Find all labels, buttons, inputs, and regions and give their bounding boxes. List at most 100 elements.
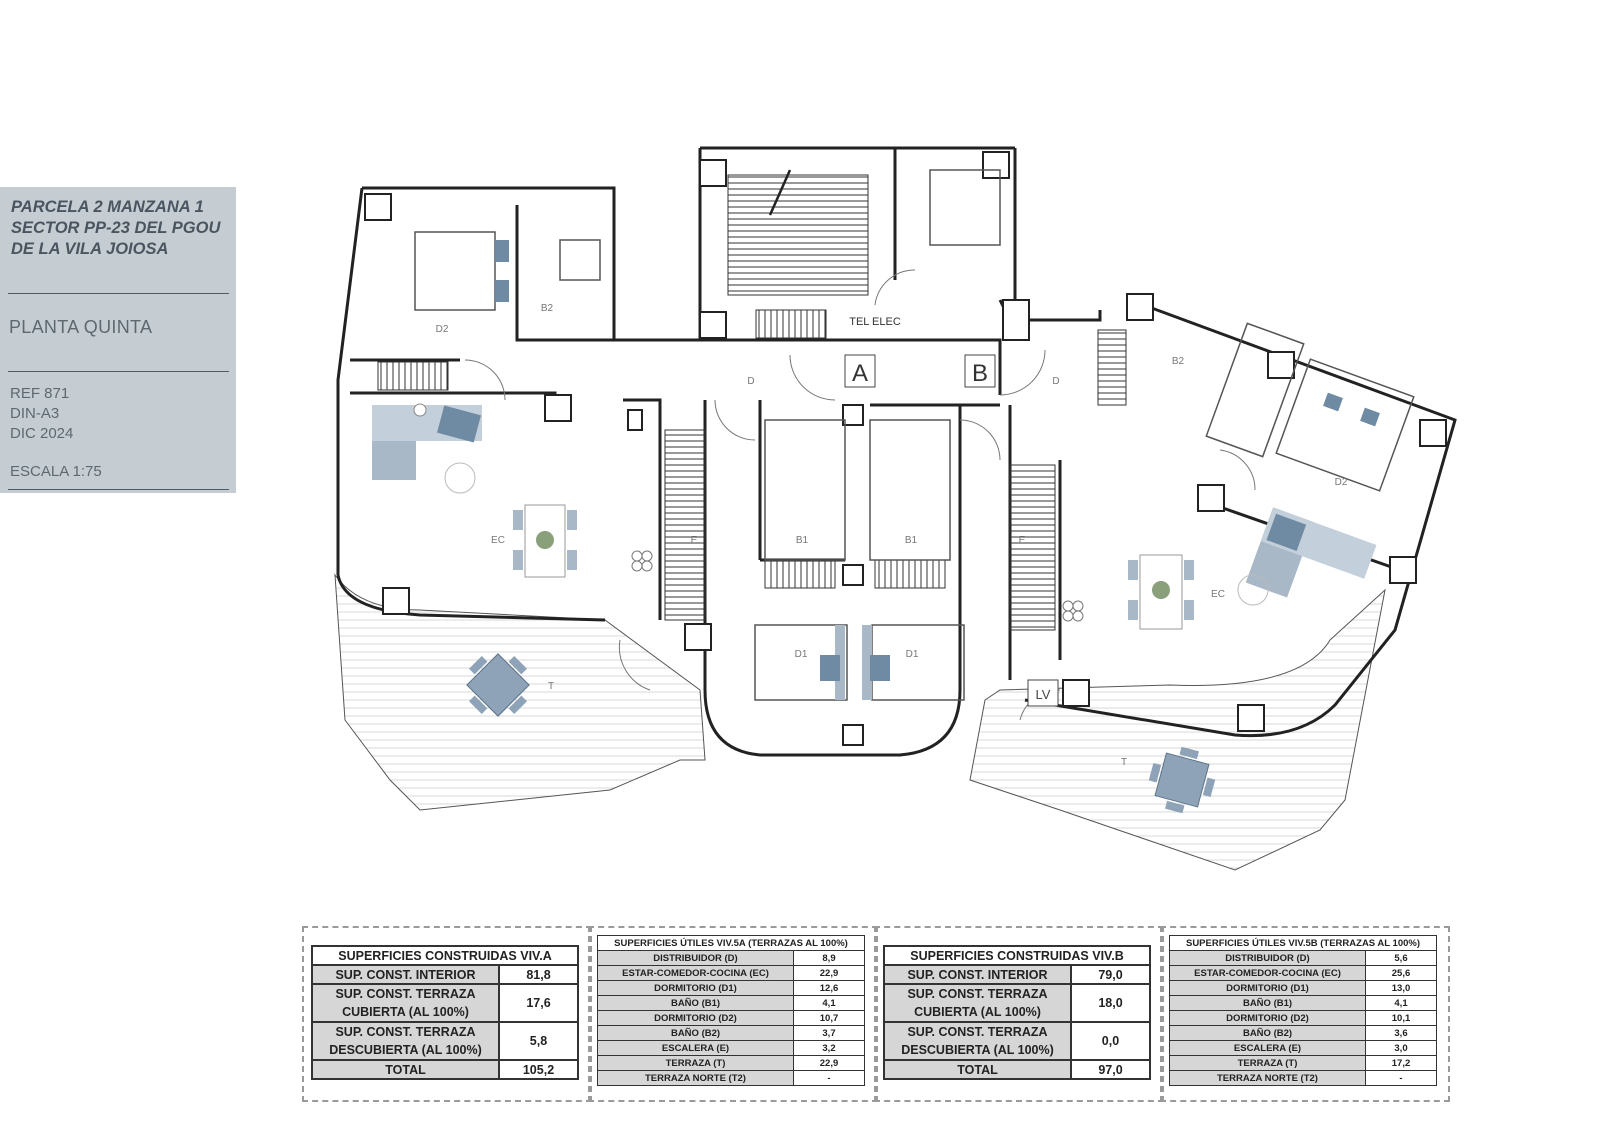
lv-label: LV — [1036, 687, 1051, 702]
table-row-label: BAÑO (B1) — [1169, 995, 1366, 1011]
table-a-uses-frame — [588, 926, 878, 1102]
room-label-a-b2: B2 — [541, 303, 554, 314]
table-row-value: 97,0 — [1070, 1059, 1151, 1080]
label-line-2: DESCUBIERTA (AL 100%) — [901, 1043, 1054, 1057]
title-block: PARCELA 2 MANZANA 1 SECTOR PP-23 DEL PGO… — [0, 187, 236, 493]
floor-plan: A B TEL ELEC LV D2 B2 D EC E B1 D1 T D B… — [334, 146, 1457, 871]
table-row-label: SUP. CONST. TERRAZA DESCUBIERTA (AL 100%) — [311, 1021, 500, 1061]
table-row-value: 5,8 — [498, 1021, 579, 1061]
project-title-line-3: DE LA VILA JOIOSA — [11, 240, 169, 258]
built-area-table-b: SUPERFICIES CONSTRUIDAS VIV.B SUP. CONST… — [883, 945, 1151, 1080]
table-row-value: 17,2 — [1365, 1055, 1437, 1071]
table-row-label: ESTAR-COMEDOR-COCINA (EC) — [597, 965, 794, 981]
table-row-label: DORMITORIO (D2) — [1169, 1010, 1366, 1026]
tel-elec-label: TEL ELEC — [849, 316, 901, 328]
table-row-label: BAÑO (B1) — [597, 995, 794, 1011]
table-row-label: ESTAR-COMEDOR-COCINA (EC) — [1169, 965, 1366, 981]
columns — [364, 151, 1447, 746]
label-line-1: SUP. CONST. TERRAZA — [907, 987, 1048, 1001]
table-header: SUPERFICIES CONSTRUIDAS VIV.A — [311, 945, 579, 966]
table-row-label: TERRAZA NORTE (T2) — [1169, 1070, 1366, 1086]
label-line-1: SUP. CONST. TERRAZA — [335, 987, 476, 1001]
room-label-a-d2: D2 — [436, 324, 449, 335]
furniture-unit-b — [862, 392, 1380, 814]
room-label-b-ec: EC — [1211, 589, 1225, 600]
table-header: SUPERFICIES CONSTRUIDAS VIV.B — [883, 945, 1151, 966]
table-row-label: ESCALERA (E) — [1169, 1040, 1366, 1056]
table-row-label: SUP. CONST. TERRAZA DESCUBIERTA (AL 100%) — [883, 1021, 1072, 1061]
room-label-b-d2: D2 — [1335, 477, 1348, 488]
table-row-value: 5,6 — [1365, 950, 1437, 966]
scale: ESCALA 1:75 — [10, 463, 102, 480]
table-row-value: 0,0 — [1070, 1021, 1151, 1061]
table-b-uses-frame — [1160, 926, 1450, 1102]
label-line-2: DESCUBIERTA (AL 100%) — [329, 1043, 482, 1057]
main-staircase — [727, 174, 869, 296]
staircase-a — [664, 429, 706, 621]
table-row-label: SUP. CONST. TERRAZA CUBIERTA (AL 100%) — [883, 983, 1072, 1023]
table-row-label: DISTRIBUIDOR (D) — [597, 950, 794, 966]
table-row-value: 25,6 — [1365, 965, 1437, 981]
table-row-label: ESCALERA (E) — [597, 1040, 794, 1056]
table-b-frame — [874, 926, 1164, 1102]
built-area-table-a: SUPERFICIES CONSTRUIDAS VIV.A SUP. CONST… — [311, 945, 579, 1080]
table-row-label: TOTAL — [311, 1059, 500, 1080]
table-row-label: DORMITORIO (D2) — [597, 1010, 794, 1026]
table-row-value: 10,7 — [793, 1010, 865, 1026]
table-row-label: DORMITORIO (D1) — [1169, 980, 1366, 996]
table-row-value: 3,6 — [1365, 1025, 1437, 1041]
terrace-b — [969, 588, 1386, 871]
table-row-value: 13,0 — [1365, 980, 1437, 996]
table-row-value: 3,2 — [793, 1040, 865, 1056]
label-line-1: SUP. CONST. TERRAZA — [335, 1025, 476, 1039]
paper-format: DIN-A3 — [10, 405, 60, 422]
reference: REF 871 — [10, 385, 70, 402]
table-header: SUPERFICIES ÚTILES VIV.5B (TERRAZAS AL 1… — [1169, 935, 1437, 951]
room-label-a-d1: D1 — [795, 649, 808, 660]
table-row-value: 4,1 — [1365, 995, 1437, 1011]
usable-area-table-b: SUPERFICIES ÚTILES VIV.5B (TERRAZAS AL 1… — [1169, 935, 1437, 1086]
core-a-label: A — [852, 360, 868, 387]
table-row-label: TERRAZA (T) — [1169, 1055, 1366, 1071]
project-title-line-1: PARCELA 2 MANZANA 1 — [11, 198, 204, 216]
room-label-b-b1: B1 — [905, 535, 918, 546]
table-row-value: 8,9 — [793, 950, 865, 966]
table-row-value: - — [793, 1070, 865, 1086]
room-label-b-t: T — [1121, 757, 1127, 768]
usable-area-table-a: SUPERFICIES ÚTILES VIV.5A (TERRAZAS AL 1… — [597, 935, 865, 1086]
project-title-line-2: SECTOR PP-23 DEL PGOU — [11, 219, 221, 237]
table-row-label: SUP. CONST. INTERIOR — [311, 964, 500, 985]
table-row-label: SUP. CONST. INTERIOR — [883, 964, 1072, 985]
room-label-a-ec: EC — [491, 535, 505, 546]
room-label-b-e: E — [1019, 535, 1026, 546]
room-label-b-d: D — [1052, 376, 1059, 387]
divider — [8, 293, 229, 294]
table-header: SUPERFICIES ÚTILES VIV.5A (TERRAZAS AL 1… — [597, 935, 865, 951]
table-row-value: 12,6 — [793, 980, 865, 996]
room-label-a-t: T — [548, 681, 554, 692]
table-row-value: 22,9 — [793, 1055, 865, 1071]
room-label-a-e: E — [691, 535, 698, 546]
table-row-label: DISTRIBUIDOR (D) — [1169, 950, 1366, 966]
label-line-1: SUP. CONST. TERRAZA — [907, 1025, 1048, 1039]
table-row-value: - — [1365, 1070, 1437, 1086]
room-label-a-b1: B1 — [796, 535, 809, 546]
table-row-value: 10,1 — [1365, 1010, 1437, 1026]
furniture-unit-a — [372, 240, 845, 717]
table-row-value: 4,1 — [793, 995, 865, 1011]
table-row-value: 18,0 — [1070, 983, 1151, 1023]
label-line-2: CUBIERTA (AL 100%) — [914, 1005, 1041, 1019]
date: DIC 2024 — [10, 425, 74, 442]
table-a-frame — [302, 926, 592, 1102]
walls-unit-a — [336, 146, 1017, 757]
table-row-label: TERRAZA NORTE (T2) — [597, 1070, 794, 1086]
table-row-value: 81,8 — [498, 964, 579, 985]
table-row-value: 3,7 — [793, 1025, 865, 1041]
staircase-b — [1009, 464, 1056, 631]
room-label-b-d1: D1 — [906, 649, 919, 660]
project-title: PARCELA 2 MANZANA 1 SECTOR PP-23 DEL PGO… — [11, 197, 220, 260]
table-row-label: TERRAZA (T) — [597, 1055, 794, 1071]
core-b-label: B — [972, 360, 988, 387]
table-row-value: 17,6 — [498, 983, 579, 1023]
divider — [8, 489, 229, 490]
